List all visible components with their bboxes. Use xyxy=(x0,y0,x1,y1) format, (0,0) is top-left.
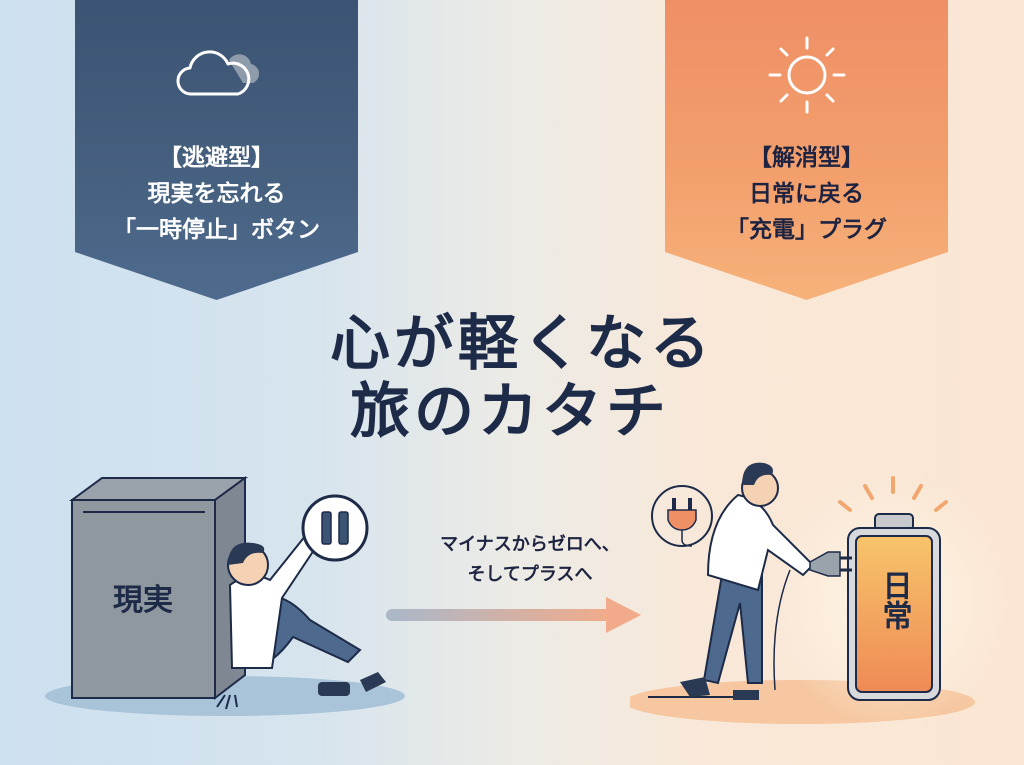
resolve-type-banner: 【解消型】 日常に戻る 「充電」プラグ xyxy=(665,0,948,300)
banner-metaphor: 「充電」プラグ xyxy=(726,217,887,243)
cloud-icon xyxy=(176,50,259,96)
escape-type-banner: 【逃避型】 現実を忘れる 「一時停止」ボタン xyxy=(75,0,358,300)
sitting-person xyxy=(216,528,386,710)
banner-metaphor: 「一時停止」ボタン xyxy=(113,217,320,243)
battery-icon: 日常 xyxy=(847,513,941,701)
pause-icon xyxy=(301,494,369,562)
sun-icon xyxy=(768,36,845,114)
escape-scene: 現実 xyxy=(45,476,405,716)
reality-label: 現実 xyxy=(113,583,173,618)
glow-rays xyxy=(838,476,948,512)
transition-line-2: そしてプラスへ xyxy=(467,564,593,585)
title-line-2: 旅のカタチ xyxy=(350,377,670,447)
banner-desc: 日常に戻る xyxy=(749,181,864,207)
transition-line-1: マイナスからゼロへ、 xyxy=(440,534,620,555)
title-line-1: 心が軽くなる xyxy=(330,309,714,379)
transition-caption: マイナスからゼロへ、 そしてプラスへ xyxy=(395,530,665,590)
standing-person xyxy=(680,462,852,700)
daily-life-label: 日常 xyxy=(877,570,912,630)
banner-type-label: 【逃避型】 xyxy=(159,145,274,171)
banner-desc: 現実を忘れる xyxy=(147,181,286,207)
page-title: 心が軽くなる 旅のカタチ xyxy=(330,310,730,446)
banner-type-label: 【解消型】 xyxy=(749,145,864,171)
recharge-scene: 日常 xyxy=(630,462,1010,730)
arrow-right-icon xyxy=(386,597,641,633)
reality-block: 現実 xyxy=(68,476,249,701)
plug-icon xyxy=(651,485,713,547)
